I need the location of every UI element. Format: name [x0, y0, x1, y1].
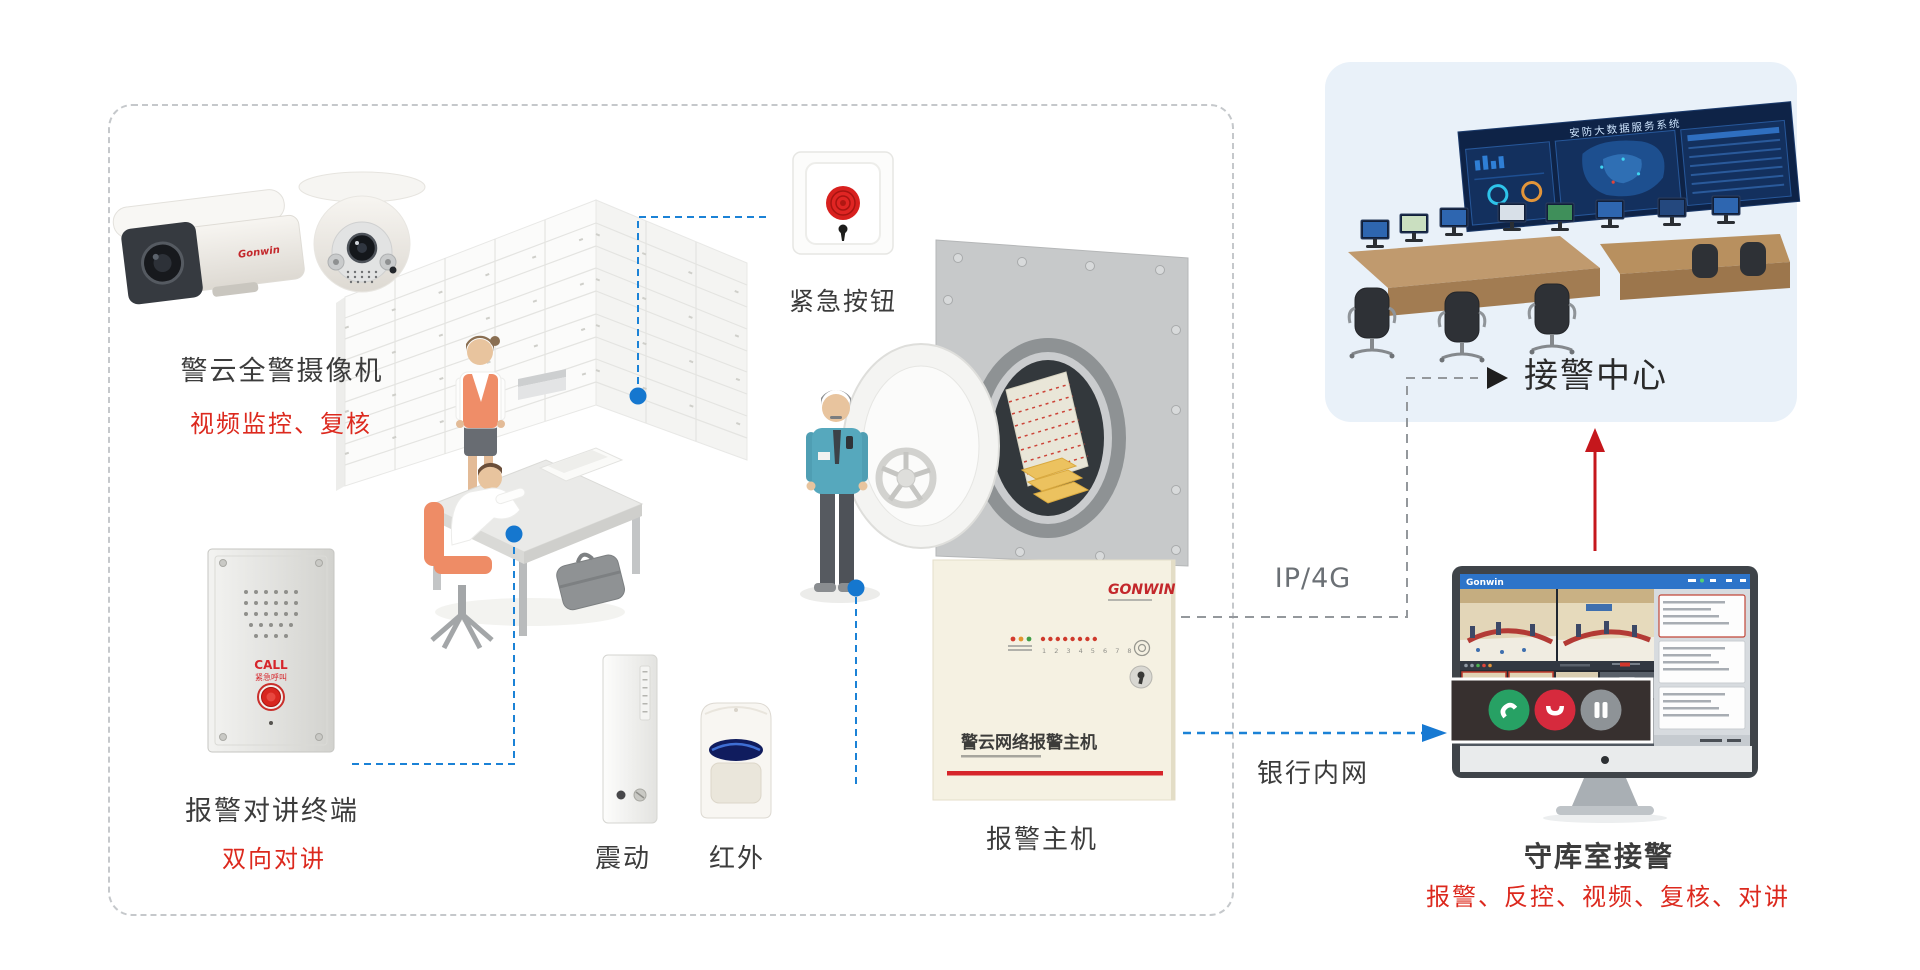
call-overlay — [1448, 677, 1654, 744]
vault-monitor-sublabel: 报警、反控、视频、复核、对讲 — [1426, 883, 1790, 911]
infrared-label: 红外 — [708, 844, 765, 874]
monitor-stand — [1572, 778, 1638, 806]
intercom-label: 报警对讲终端 — [185, 796, 359, 827]
cctv-feed-right — [1558, 589, 1654, 661]
emergency-button-label: 紧急按钮 — [788, 287, 897, 316]
camera-sublabel: 视频监控、复核 — [190, 410, 372, 438]
vibration-label: 震动 — [594, 844, 651, 874]
phone-hangup-icon — [1546, 706, 1564, 716]
call-hold-button — [1580, 689, 1622, 731]
image-placeholder-icon — [1617, 677, 1637, 692]
arrowhead-blue-icon — [1422, 724, 1447, 742]
call-hangup-button — [1534, 689, 1576, 731]
ip4g-link-label: IP/4G — [1274, 563, 1352, 594]
alert-cards-panel — [1654, 589, 1750, 746]
alarm-host-label: 报警主机 — [985, 825, 1098, 855]
phone-answer-icon — [1500, 702, 1518, 719]
bank-intranet-label: 银行内网 — [1256, 759, 1369, 789]
camera-label: 警云全警摄像机 — [180, 356, 384, 387]
vault-monitor-label: 守库室接警 — [1523, 840, 1674, 873]
monitor-brand-text: Gonwin — [1466, 578, 1504, 588]
pause-icon — [1594, 702, 1608, 718]
arrowhead-red-icon — [1585, 428, 1605, 452]
intercom-sublabel: 双向对讲 — [222, 845, 326, 873]
monitor-camera-dot — [1601, 756, 1609, 764]
reception-monitor: Gonwin — [1448, 566, 1758, 823]
call-answer-button — [1488, 689, 1530, 731]
alarm-center-label: 接警中心 — [1524, 356, 1668, 396]
cctv-feed-left — [1460, 589, 1556, 661]
